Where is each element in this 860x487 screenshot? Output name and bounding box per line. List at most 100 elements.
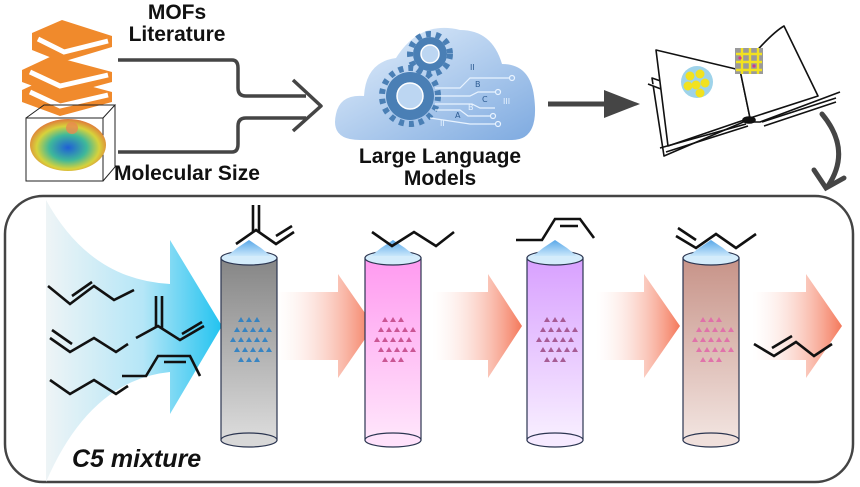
framework-node [238,337,244,342]
framework-node [234,347,240,352]
framework-node [238,317,244,322]
framework-node [402,327,408,332]
column-base [682,432,740,448]
framework-node [262,337,268,342]
framework-node [266,347,272,352]
framework-node [716,337,722,342]
circuit-label: II [440,119,445,128]
framework-node [230,337,236,342]
column-base [526,432,584,448]
framework-node [708,357,714,362]
framework-node [374,337,380,342]
framework-node [548,347,554,352]
flow-arrows [276,274,842,378]
curved-arrow-down [811,111,847,192]
llm-label-line2: Models [403,167,477,191]
open-book-icon [647,25,841,157]
flow-arrow [276,274,374,378]
column-body [364,257,422,441]
framework-node [728,327,734,332]
release-arrow [533,240,577,256]
product-isoprene [235,205,295,246]
framework-node [394,347,400,352]
framework-node [394,327,400,332]
product-1-pentene [675,226,757,250]
framework-node [544,317,550,322]
framework-node [234,327,240,332]
literature-label: MOFs Literature [112,1,242,47]
product-cis-2-pentene [516,217,596,242]
separation-column-4 [682,240,740,448]
framework-node [242,347,248,352]
framework-node [540,347,546,352]
column-body [682,257,740,441]
framework-node [382,357,388,362]
literature-label-line1: MOFs [147,1,207,24]
product-n-pentane [371,230,455,248]
framework-node [390,317,396,322]
mof-framework [230,317,272,362]
separation-column-2 [364,240,422,448]
literature-label-line2: Literature [128,23,226,47]
framework-node [572,347,578,352]
framework-node [556,347,562,352]
framework-node [552,317,558,322]
framework-node [544,337,550,342]
column-base [364,432,422,448]
merge-arrow [118,58,323,154]
framework-node [382,317,388,322]
molecule-n-pentane [49,378,129,396]
molecule-isoprene [135,296,205,342]
framework-node [700,357,706,362]
column-products [235,205,757,250]
framework-node [552,337,558,342]
framework-node [572,327,578,332]
framework-node [242,327,248,332]
framework-node [246,337,252,342]
framework-node [716,317,722,322]
mof-framework [374,317,416,362]
framework-node [700,317,706,322]
framework-node [724,337,730,342]
column-body [526,257,584,441]
book-stack-icon [22,20,112,116]
framework-node [266,327,272,332]
release-arrow [689,240,733,256]
framework-node [402,347,408,352]
framework-node [728,347,734,352]
framework-node [258,347,264,352]
circuit-label: II [470,63,475,72]
mof-framework [536,317,578,362]
framework-node [712,327,718,332]
column-base [220,432,278,448]
framework-node [254,337,260,342]
framework-node [692,337,698,342]
framework-node [250,327,256,332]
framework-node [378,347,384,352]
framework-node [246,317,252,322]
framework-node [704,347,710,352]
framework-node [386,327,392,332]
framework-node [720,327,726,332]
molecular-size-label: Molecular Size [114,162,260,185]
cloud-gears-icon: II B C B A II III [335,27,536,141]
framework-node [560,337,566,342]
framework-node [378,327,384,332]
framework-node [552,357,558,362]
framework-node [406,337,412,342]
mof-framework [692,317,734,362]
framework-node [720,347,726,352]
framework-node [704,327,710,332]
framework-node [390,337,396,342]
molecule-cis-2-pentene [122,354,202,378]
circuit-label: C [482,95,488,104]
molecule-box-icon [25,104,117,182]
llm-label-line1: Large Language [358,145,522,168]
molecule-trans-2-pentene [47,280,135,306]
separation-column-3 [526,240,584,448]
separation-column-1 [220,240,278,448]
feed-label: C5 mixture [72,445,202,473]
circuit-label: III [503,97,510,106]
framework-node [398,317,404,322]
